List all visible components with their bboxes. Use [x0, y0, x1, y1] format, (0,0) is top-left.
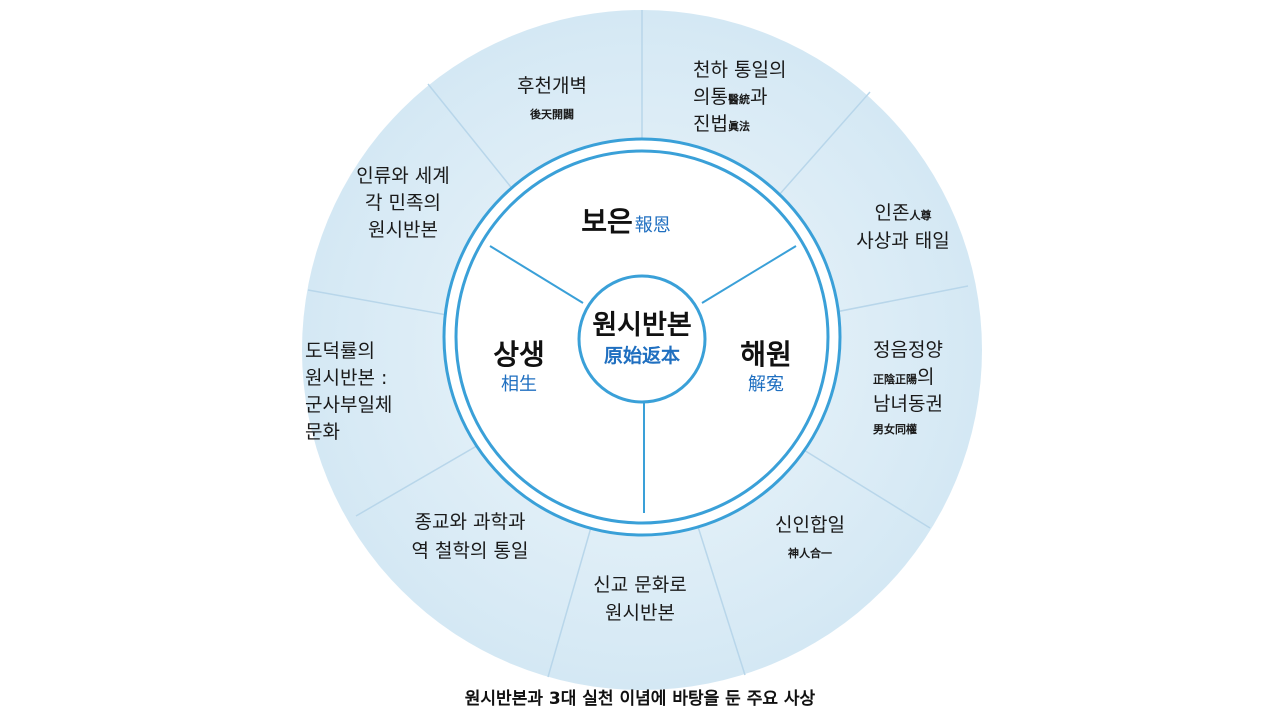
svg-text:神人合一: 神人合一	[788, 546, 832, 560]
outer-segment-9: 인류와 세계 각 민족의 원시반본	[356, 165, 449, 241]
svg-text:인존人尊: 인존人尊	[875, 202, 932, 224]
outer-segment-4: 정음정양 正陰正陽의 남녀동권 男女同權	[873, 339, 943, 436]
inner-ring-line	[454, 149, 830, 525]
svg-text:종교와 과학과: 종교와 과학과	[415, 511, 526, 533]
svg-text:後天開闢: 後天開闢	[530, 107, 574, 121]
svg-text:원시반본: 원시반본	[368, 219, 438, 241]
outer-segment-7: 종교와 과학과 역 철학의 통일	[412, 511, 529, 562]
outer-segment-1: 후천개벽 後天開闢	[517, 75, 587, 121]
inner-right-hanja: 解寃	[748, 374, 784, 395]
svg-text:천하 통일의: 천하 통일의	[693, 59, 786, 81]
svg-text:후천개벽: 후천개벽	[517, 75, 587, 97]
svg-text:인류와 세계: 인류와 세계	[356, 165, 449, 187]
svg-text:원시반본 :: 원시반본 :	[305, 367, 387, 389]
outer-segment-6: 신교 문화로 원시반본	[593, 574, 686, 624]
svg-text:정음정양: 정음정양	[873, 339, 943, 361]
inner-left-hanja: 相生	[501, 374, 537, 395]
center-hanja: 原始返本	[604, 344, 680, 367]
svg-text:역 철학의 통일: 역 철학의 통일	[412, 540, 529, 562]
svg-text:남녀동권: 남녀동권	[873, 393, 943, 415]
outer-segment-3: 인존人尊 사상과 태일	[856, 202, 949, 252]
inner-left-label: 상생	[493, 338, 545, 371]
outer-segment-5: 신인합일 神人合一	[775, 514, 845, 560]
diagram-caption: 원시반본과 3대 실천 이념에 바탕을 둔 주요 사상	[464, 689, 816, 709]
inner-dividers	[489, 245, 797, 513]
svg-text:正陰正陽의: 正陰正陽의	[873, 366, 934, 388]
svg-text:진법眞法: 진법眞法	[693, 113, 750, 135]
svg-text:원시반본: 원시반본	[605, 602, 675, 624]
center-label: 원시반본	[592, 310, 691, 341]
svg-text:사상과 태일: 사상과 태일	[856, 230, 949, 252]
outer-segment-8: 도덕률의 원시반본 : 군사부일체 문화	[305, 340, 392, 443]
svg-text:男女同權: 男女同權	[873, 422, 917, 436]
inner-right-label: 해원	[740, 338, 792, 371]
svg-text:도덕률의: 도덕률의	[305, 340, 375, 362]
svg-text:신교 문화로: 신교 문화로	[593, 574, 686, 596]
outer-segment-2: 천하 통일의 의통醫統과 진법眞法	[693, 59, 786, 135]
svg-text:문화: 문화	[305, 421, 340, 443]
svg-text:군사부일체: 군사부일체	[305, 394, 392, 416]
svg-text:의통醫統과: 의통醫統과	[693, 86, 767, 108]
center-circle	[577, 274, 707, 404]
svg-text:신인합일: 신인합일	[775, 514, 845, 536]
svg-text:각 민족의: 각 민족의	[365, 192, 441, 214]
